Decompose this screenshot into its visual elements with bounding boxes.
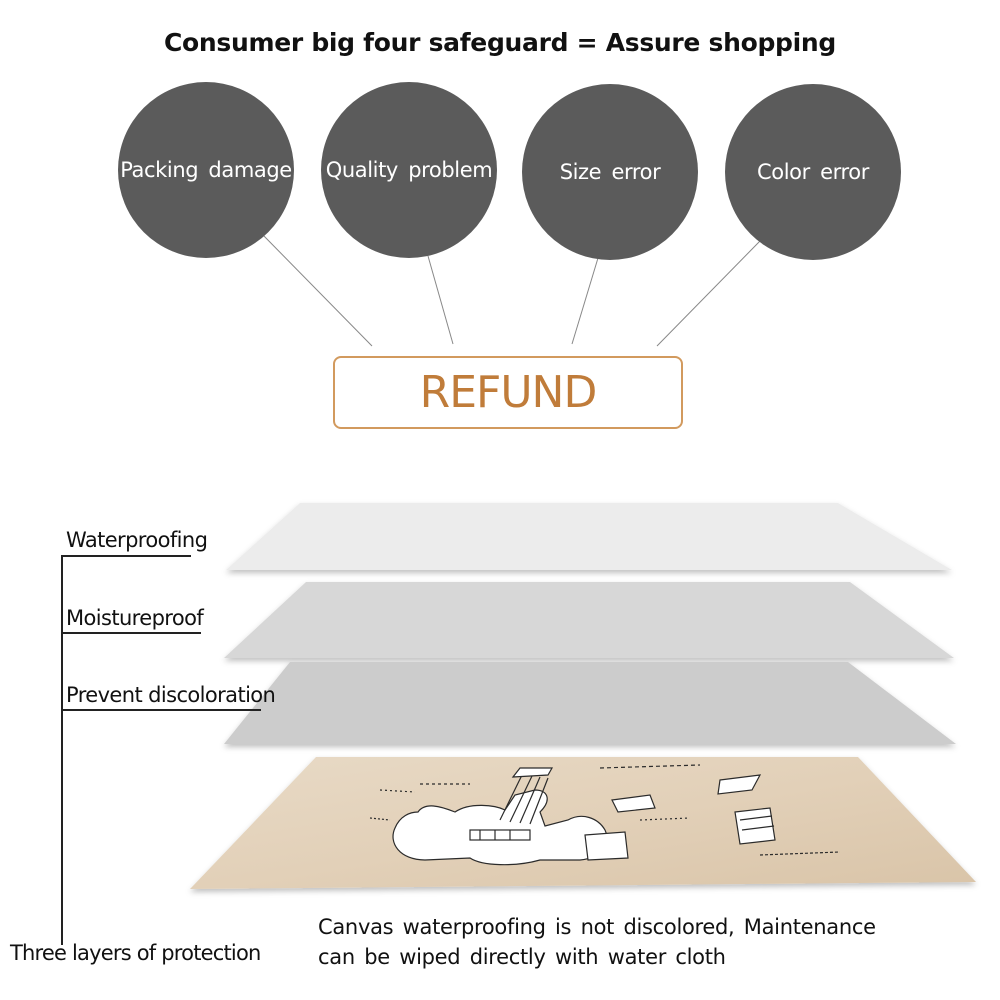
circle-label: Quality problem — [325, 158, 493, 182]
circle-label: Color error — [757, 160, 869, 184]
layer-label-moistureproof: Moistureproof — [66, 606, 204, 630]
bracket-tick-waterproofing — [61, 555, 191, 557]
safeguard-circle-quality-problem: Quality problem — [321, 82, 497, 258]
refund-box: REFUND — [333, 356, 683, 429]
safeguard-circle-packing-damage: Packing damage — [118, 82, 294, 258]
caption-line-1: Canvas waterproofing is not discolored, … — [318, 915, 876, 939]
layer-moistureproof-sheet — [224, 582, 954, 658]
maintenance-caption: Canvas waterproofing is not discolored, … — [318, 912, 918, 972]
caption-line-2: can be wiped directly with water cloth — [318, 945, 726, 969]
circle-label: Size error — [559, 160, 661, 184]
layer-discoloration-sheet — [224, 662, 956, 744]
headline: Consumer big four safeguard = Assure sho… — [163, 28, 836, 57]
bracket-tick-discoloration — [61, 709, 261, 711]
guitar-patent-sketch-icon — [369, 764, 841, 866]
three-layers-label: Three layers of protection — [10, 941, 261, 965]
layer-waterproofing-sheet — [226, 503, 952, 570]
bracket-tick-moistureproof — [61, 632, 201, 634]
refund-label: REFUND — [419, 367, 598, 418]
layer-label-waterproofing: Waterproofing — [66, 528, 208, 552]
safeguard-circle-color-error: Color error — [725, 84, 901, 260]
bracket-vertical-line — [61, 555, 63, 945]
layer-label-prevent-discoloration: Prevent discoloration — [66, 683, 276, 707]
circle-label: Packing damage — [120, 158, 292, 182]
safeguard-circle-size-error: Size error — [522, 84, 698, 260]
